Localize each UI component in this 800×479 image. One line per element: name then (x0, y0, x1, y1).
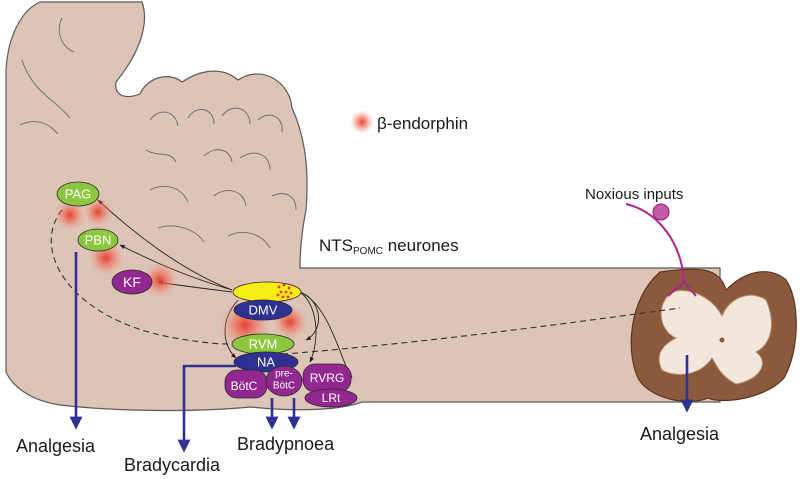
beta-endorphin-glows (54, 110, 374, 351)
dashed-pathways (50, 209, 681, 356)
nts-projections (97, 199, 353, 379)
noxious-fiber (625, 203, 697, 297)
nts-dots (276, 283, 293, 299)
nucleus-dmv: DMV (233, 299, 293, 321)
nucleus-botc: BötC (224, 369, 268, 399)
prebotc-label-line1: pre- (275, 369, 293, 380)
na-label: NA (257, 355, 275, 370)
legend-label: β-endorphin (377, 114, 468, 133)
lrt-label: LRt (322, 391, 341, 405)
nucleus-rvm: RVM (231, 333, 295, 355)
spinal-cord-section (630, 268, 797, 402)
legend-glow-swatch (350, 110, 374, 134)
pbn-label: PBN (85, 233, 112, 248)
nts-pomc-label: NTSPOMC neurones (319, 236, 459, 257)
analgesia-brain-label: Analgesia (16, 436, 96, 456)
bradycardia-label: Bradycardia (124, 455, 221, 475)
pag-label: PAG (65, 187, 92, 202)
prebotc-label-line2: BötC (273, 381, 295, 392)
nucleus-kf: KF (111, 269, 153, 295)
outcome-arrows (69, 252, 694, 453)
nts-subscript: POMC (353, 246, 383, 257)
nts-suffix: neurones (383, 236, 459, 255)
rvm-label: RVM (249, 337, 278, 352)
botc-label: BötC (231, 379, 258, 393)
cerebellum-folia (19, 17, 297, 249)
nts-prefix: NTS (319, 236, 353, 255)
nucleus-pag: PAG (56, 181, 100, 207)
nucleus-rvrg: RVRG (302, 363, 352, 393)
nucleus-nts-pomc (232, 281, 302, 303)
brainstem-outline (5, 1, 721, 412)
bradypnoea-label: Bradypnoea (237, 434, 335, 454)
kf-label: KF (123, 274, 141, 290)
dmv-label: DMV (249, 303, 278, 318)
nucleus-pbn: PBN (77, 228, 119, 252)
noxious-inputs-label: Noxious inputs (585, 186, 683, 203)
rvrg-label: RVRG (310, 371, 344, 385)
analgesia-spinal-label: Analgesia (640, 424, 720, 444)
nucleus-lrt: LRt (304, 388, 358, 408)
bradycardia-arrow (177, 364, 236, 453)
nucleus-prebotc: pre- BötC (265, 365, 303, 397)
